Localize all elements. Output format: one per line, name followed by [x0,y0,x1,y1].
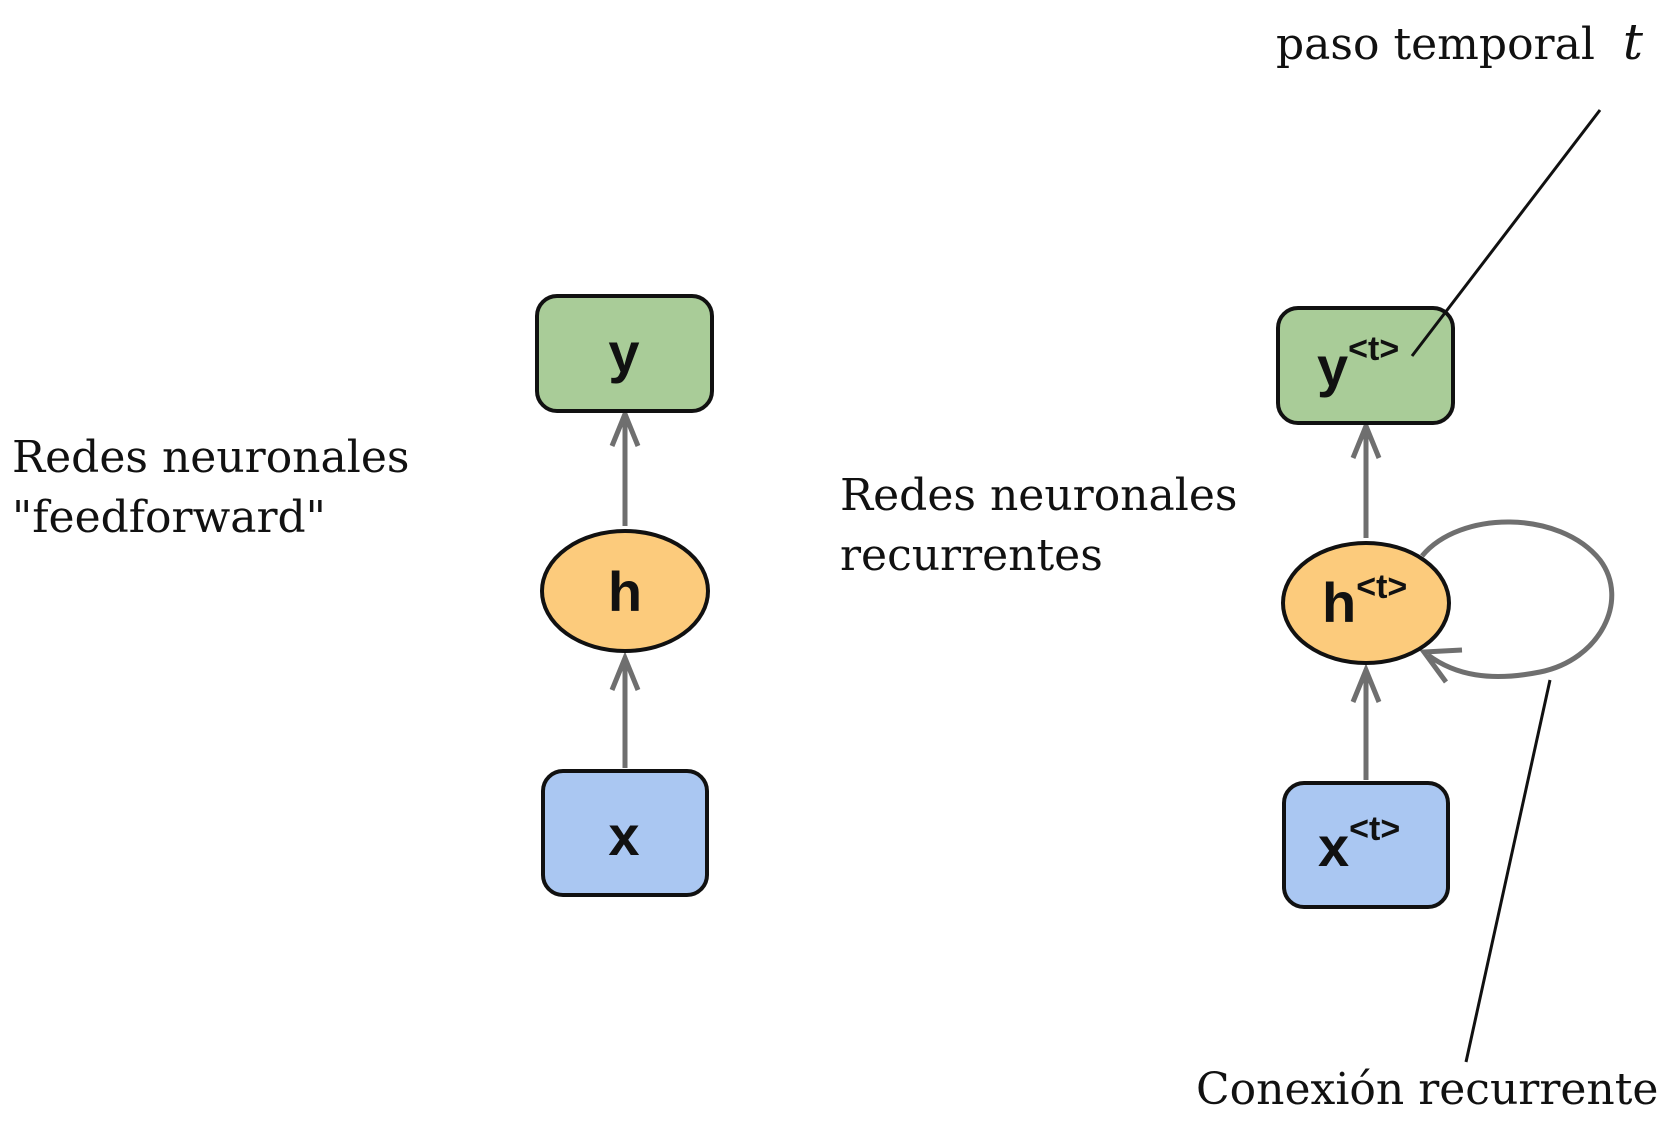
ff-input-node [541,769,709,897]
recurrent-connection-pointer [1464,679,1552,1063]
ff-arrowhead-x-to-h [609,651,641,691]
feedforward-network: y h x [535,294,714,897]
ff-hidden-node [540,529,710,653]
recurrent-caption: Redes neuronales recurrentes [840,466,1237,586]
feedforward-caption: Redes neuronales "feedforward" [12,428,409,548]
rnn-input-label: x<t> [1318,810,1400,878]
recurrent-caption-line2: recurrentes [840,530,1103,581]
rnn-hidden-symbol: h [1322,571,1356,634]
time-step-annotation: paso temporal t [1276,12,1643,75]
recurrent-connection-annotation: Conexión recurrente [1196,1064,1659,1115]
rnn-output-symbol: y [1317,335,1348,398]
recurrent-network: y<t> h<t> x<t> [1276,306,1615,909]
rnn-input-symbol: x [1318,815,1349,878]
rnn-arrowhead-x-to-h [1350,663,1382,703]
rnn-input-superscript: <t> [1349,810,1400,848]
rnn-output-superscript: <t> [1348,330,1399,368]
ff-output-label: y [608,321,639,384]
rnn-recurrent-loop [1420,519,1615,679]
time-step-var: t [1622,13,1643,71]
rnn-hidden-superscript: <t> [1356,568,1407,606]
rnn-output-label: y<t> [1317,330,1399,398]
time-step-label: paso temporal [1276,19,1595,70]
ff-input-label: x [608,804,639,867]
rnn-output-node [1276,306,1455,425]
rnn-hidden-node [1281,541,1451,665]
rnn-arrowhead-h-to-y [1350,419,1382,459]
feedforward-caption-line1: Redes neuronales [12,432,410,483]
ff-hidden-label: h [608,560,642,623]
rnn-recurrent-arrowhead [1419,647,1463,684]
feedforward-caption-line2: "feedforward" [12,492,326,543]
recurrent-caption-line1: Redes neuronales [840,470,1238,521]
ff-arrowhead-h-to-y [609,407,641,447]
time-step-pointer [1410,109,1602,357]
ff-output-node [535,294,714,413]
rnn-input-node [1282,781,1450,909]
rnn-hidden-label: h<t> [1322,568,1407,634]
